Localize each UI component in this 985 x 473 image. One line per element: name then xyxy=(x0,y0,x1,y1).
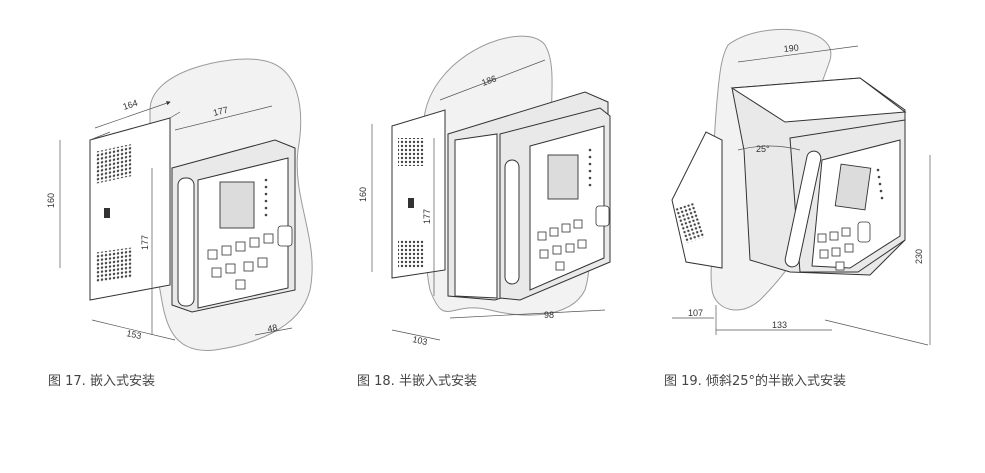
fig18-caption: 图 18. 半嵌入式安装 xyxy=(357,374,477,389)
fig18-keypad xyxy=(537,219,587,271)
fig19-dim-bottom-right: 133 xyxy=(772,320,787,330)
fig19-display xyxy=(834,163,872,211)
fig17-label-mark xyxy=(104,208,110,218)
fig18-side-knob xyxy=(595,205,610,227)
figure-19-drawing: 190 25° 230 107 133 xyxy=(671,28,931,346)
fig17-dim-panel-height: 177 xyxy=(140,235,150,250)
fig19-dim-height: 230 xyxy=(914,249,924,264)
fig17-handle xyxy=(177,177,195,307)
fig18-dim-bottom-left: 103 xyxy=(412,334,429,347)
figure-18-drawing: 186 160 177 103 98 xyxy=(358,35,611,347)
fig17-dim-bottom: 153 xyxy=(126,328,143,341)
fig19-dim-bottom-left: 107 xyxy=(688,308,703,318)
fig17-dim-height: 160 xyxy=(46,193,56,208)
fig17-dim-front: 48 xyxy=(267,322,279,334)
figure-17-drawing: 164 160 177 177 153 48 xyxy=(46,58,313,351)
fig19-side-knob xyxy=(857,221,871,243)
fig18-dim-height: 160 xyxy=(358,187,368,202)
fig18-vent-top xyxy=(398,138,424,166)
fig17-display xyxy=(219,181,255,229)
fig17-dim-depth: 164 xyxy=(122,98,139,112)
fig19-dim-top: 190 xyxy=(783,42,799,54)
fig19-handle xyxy=(784,150,822,268)
fig17-dim-width: 177 xyxy=(212,105,229,118)
fig19-rear-box xyxy=(671,131,723,269)
fig17-led-column xyxy=(264,178,268,217)
fig18-dim-bottom-right: 98 xyxy=(544,310,554,320)
fig19-led-column xyxy=(876,168,884,200)
fig19-caption: 图 19. 倾斜25°的半嵌入式安装 xyxy=(664,374,846,389)
fig19-keypad xyxy=(817,227,854,271)
fig17-vent-top xyxy=(96,143,132,184)
fig19-vent xyxy=(674,202,706,244)
fig18-display xyxy=(547,154,579,200)
fig19-top-face xyxy=(730,77,907,123)
fig18-led-column xyxy=(588,148,592,187)
fig18-dim-width: 186 xyxy=(480,73,498,88)
fig18-dim-panel-height: 177 xyxy=(422,209,432,224)
fig18-adapter-front xyxy=(454,133,498,299)
fig18-vent-bottom xyxy=(398,240,424,268)
fig17-side-knob xyxy=(277,225,293,247)
fig17-caption: 图 17. 嵌入式安装 xyxy=(48,374,155,389)
fig17-keypad xyxy=(207,233,274,290)
fig18-label-mark xyxy=(408,198,414,208)
fig19-dim-angle: 25° xyxy=(756,144,770,154)
fig17-vent-bottom xyxy=(96,247,132,283)
fig18-handle xyxy=(504,159,520,285)
